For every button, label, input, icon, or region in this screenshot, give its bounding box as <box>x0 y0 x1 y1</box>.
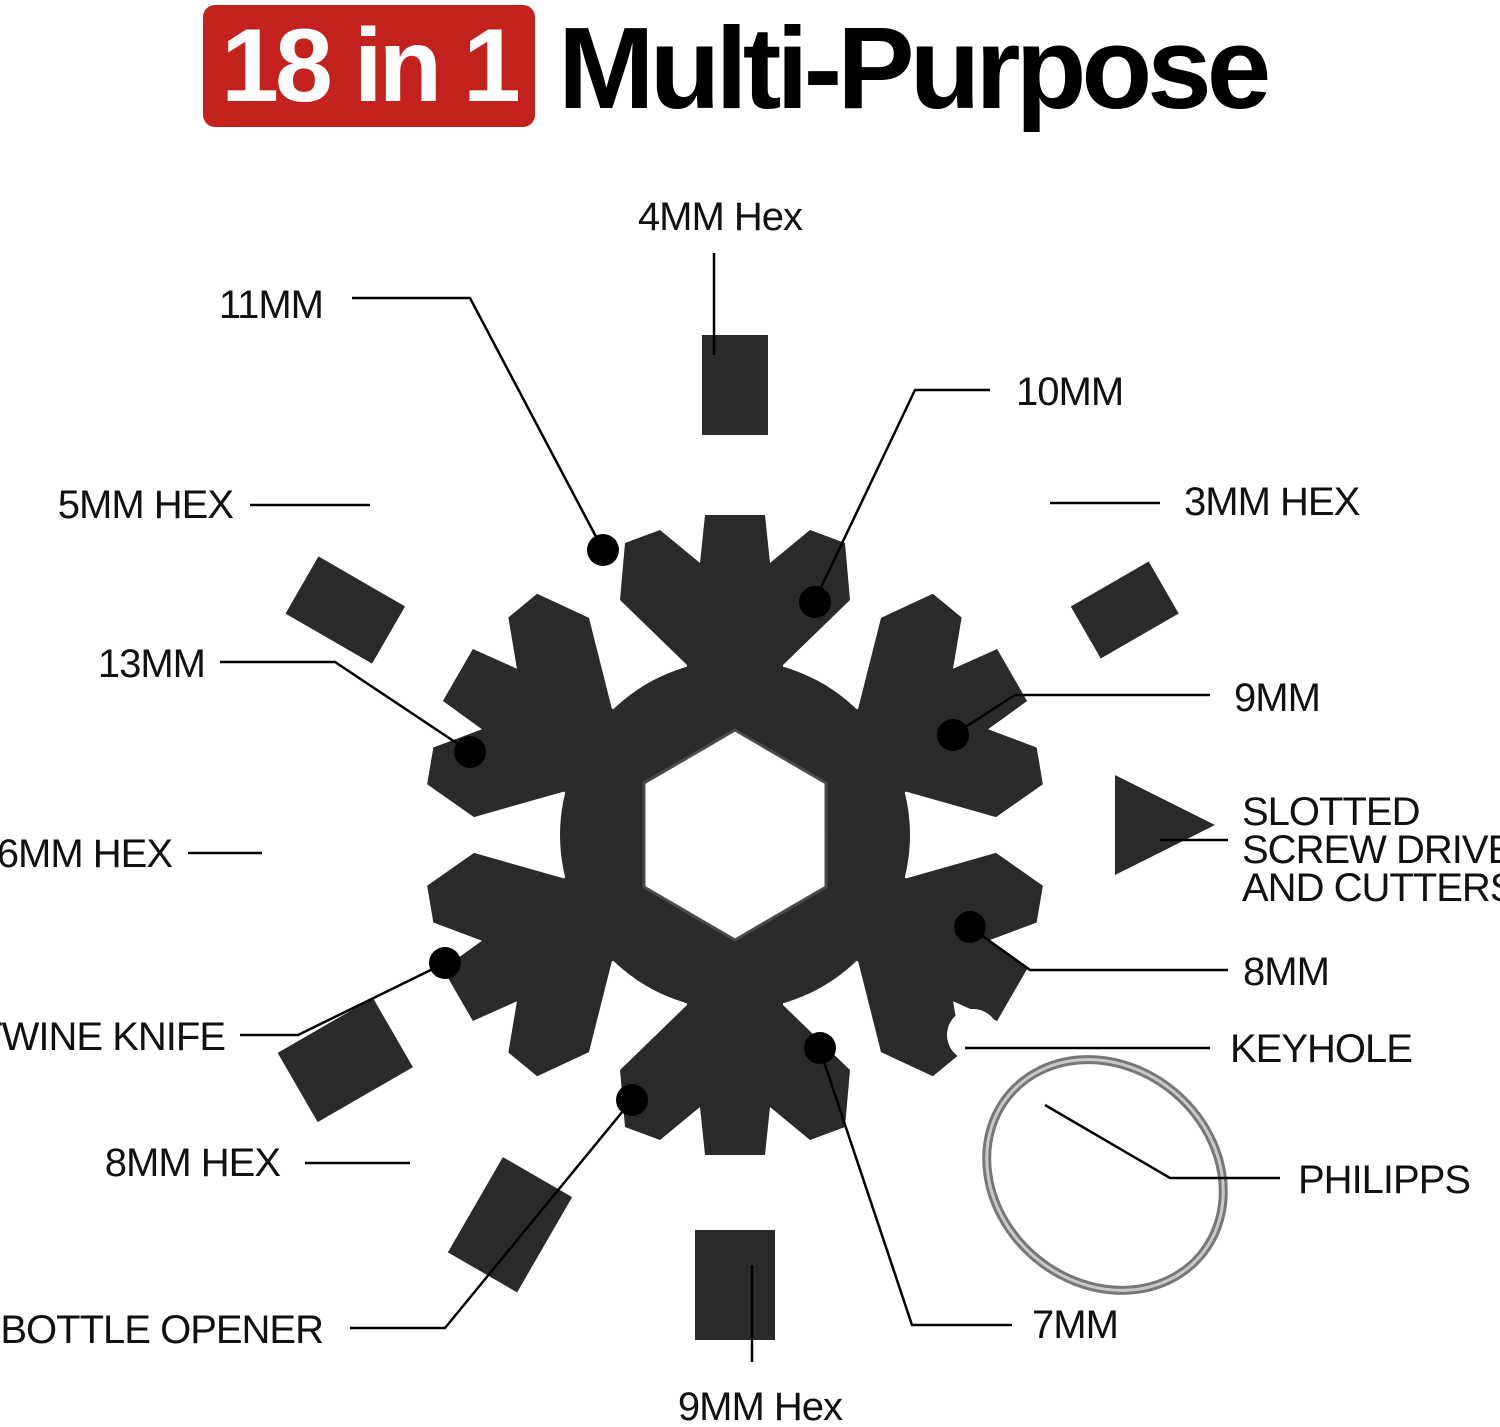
label-8mm: 8MM <box>1243 950 1329 994</box>
label-philipps: PHILIPPS <box>1298 1158 1470 1202</box>
label-10mm: 10MM <box>1016 370 1123 414</box>
label-slotted-line-1: SLOTTED <box>1242 790 1419 834</box>
label-8mm-hex: 8MM HEX <box>105 1141 281 1185</box>
label-9mm-hex: 9MM Hex <box>678 1385 843 1427</box>
headline: Multi-Purpose <box>558 3 1271 133</box>
marker-dots <box>429 534 986 1116</box>
label-keyhole: KEYHOLE <box>1230 1027 1412 1071</box>
label-9mm: 9MM <box>1234 676 1320 720</box>
label-twine-knife: TWINE KNIFE <box>0 1015 225 1059</box>
label-5mm-hex: 5MM HEX <box>58 483 234 527</box>
tool-labels: 4MM Hex 11MM 10MM 5MM HEX 3MM HEX 13MM 9… <box>0 195 1500 1427</box>
label-bottle-opener: BOTTLE OPENER <box>0 1308 323 1352</box>
label-slotted-line-3: AND CUTTERS <box>1242 866 1500 910</box>
snowflake-tool-icon <box>277 335 1215 1340</box>
label-11mm: 11MM <box>219 283 323 327</box>
label-13mm: 13MM <box>98 642 205 686</box>
title-banner: 18 in 1 Multi-Purpose <box>0 0 1500 150</box>
label-3mm-hex: 3MM HEX <box>1184 480 1360 524</box>
label-4mm-hex: 4MM Hex <box>638 195 803 239</box>
leader-lines <box>188 253 1280 1362</box>
count-badge: 18 in 1 <box>203 5 535 127</box>
key-ring <box>982 1055 1228 1295</box>
label-7mm: 7MM <box>1032 1303 1118 1347</box>
label-6mm-hex: 6MM HEX <box>0 832 172 876</box>
label-slotted-line-2: SCREW DRIVERS <box>1242 828 1500 872</box>
